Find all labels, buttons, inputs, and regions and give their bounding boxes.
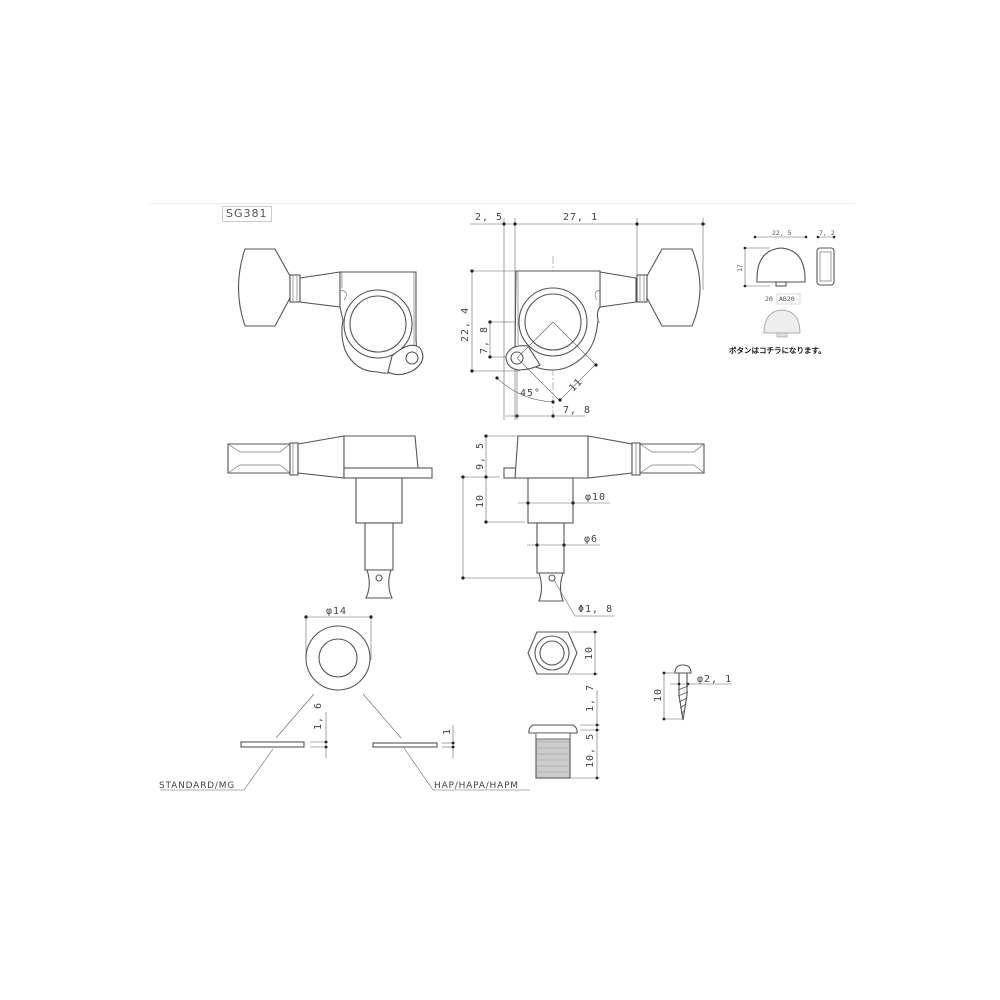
- label-standard-mg: STANDARD/MG: [159, 781, 235, 791]
- washer-hap: [372, 742, 438, 748]
- side-view-left: [227, 435, 433, 599]
- dim-button-depth: 7, 2: [819, 229, 835, 237]
- dim-hole-horizontal: 7, 8: [563, 405, 591, 416]
- dim-screw-length: 10: [653, 688, 664, 702]
- dim-nut-hex: 10: [584, 646, 595, 660]
- button-size-label: 20: [765, 295, 773, 303]
- button-detail: 22, 5 7, 2 17 20 AB20 ボタンはコチラになります。: [729, 229, 836, 355]
- button-profile: [756, 247, 806, 283]
- dim-height: 22, 4: [460, 307, 471, 342]
- button-note: ボタンはコチラになります。: [729, 345, 826, 355]
- gear-hole: [349, 295, 407, 353]
- screw-detail: 10 φ2, 1: [653, 664, 732, 721]
- model-number-label: SG381: [222, 206, 272, 222]
- housing-base: [343, 467, 433, 479]
- screw-head: [674, 664, 692, 674]
- screw-shank: [678, 672, 688, 721]
- button-side: [816, 247, 835, 286]
- dim-button-width: 22, 5: [772, 229, 792, 237]
- shaft: [364, 522, 394, 571]
- dim-thread-length: 10, 5: [585, 733, 596, 768]
- button-collar: [289, 274, 301, 303]
- dim-washer-diameter: φ14: [326, 606, 347, 617]
- bushing-post: [355, 477, 403, 524]
- dim-hole-diagonal: 11: [567, 376, 585, 394]
- bushing-flange: [528, 724, 578, 734]
- washer-outer: [305, 625, 371, 691]
- dim-hole-vertical: 7, 8: [479, 326, 490, 354]
- dim-washer-thickness-standard: 1, 6: [313, 702, 324, 730]
- dim-screw-diameter: φ2, 1: [697, 674, 732, 685]
- front-view-left: [238, 248, 424, 376]
- washer-inner: [318, 638, 358, 678]
- screw-hole: [405, 351, 419, 365]
- dim-post-diameter: φ10: [585, 492, 606, 503]
- nut-detail: 10 1, 7 10, 5: [527, 630, 600, 780]
- dim-housing-height: 9, 5: [475, 442, 486, 470]
- dim-offset: 2, 5: [475, 212, 503, 223]
- label-hap-hapa-hapm: HAP/HAPA/HAPM: [434, 781, 519, 791]
- dim-bushing-height: 10: [475, 494, 486, 508]
- sheet-top-border: [150, 203, 855, 204]
- dim-washer-thickness-hap: 1: [442, 728, 453, 735]
- dim-hole-diameter: Φ1, 8: [578, 604, 613, 615]
- dim-nut-flange: 1, 7: [585, 684, 596, 712]
- washer-detail: φ14 1, 6 STANDARD/MG 1 HAP/HAPA/HAPM: [159, 606, 530, 791]
- washer-standard: [240, 741, 305, 748]
- threaded-bushing: [535, 732, 571, 779]
- dim-angle: 45°: [520, 388, 541, 399]
- dim-length: 27, 1: [563, 212, 598, 223]
- button-photo: [763, 309, 801, 334]
- dim-button-height: 17: [736, 264, 744, 272]
- front-view-dimensioned: 2, 5 27, 1 22, 4 7, 8: [460, 212, 706, 420]
- side-view-dimensioned: 9, 5 10 φ10 φ6 Φ1, 8: [460, 434, 705, 617]
- dim-shaft-diameter: φ6: [584, 534, 598, 545]
- button-type-label: AB20: [779, 295, 795, 303]
- button-shape: [238, 248, 291, 327]
- housing-dimensioned: [514, 270, 601, 371]
